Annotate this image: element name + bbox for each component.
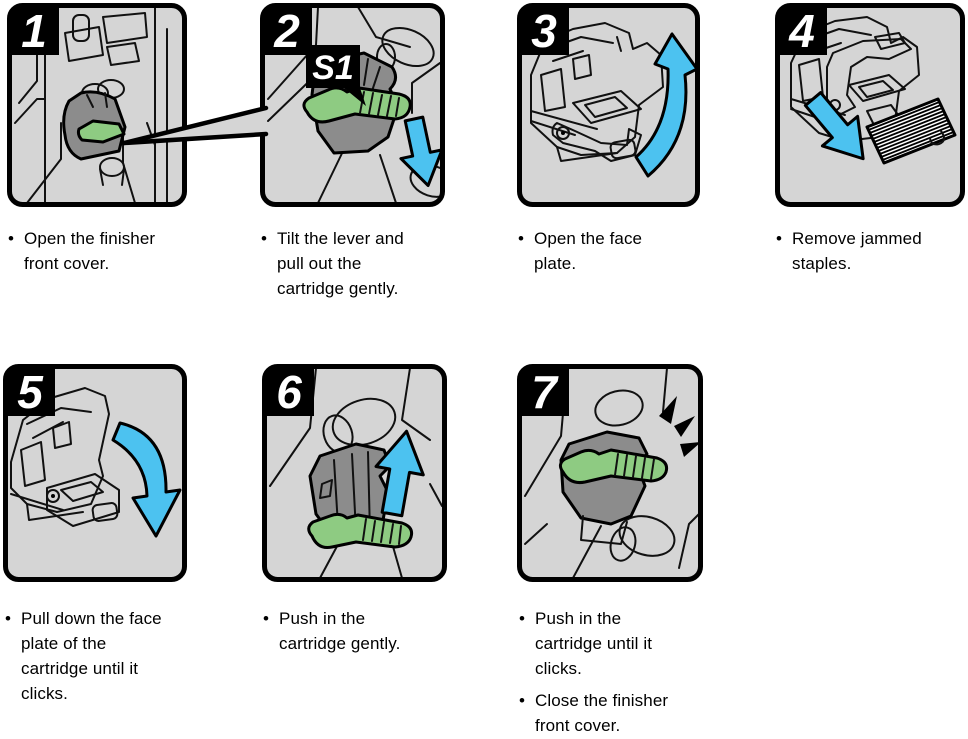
bullet-icon: • <box>519 691 526 710</box>
bullet-icon: • <box>519 609 526 628</box>
step-number: 1 <box>21 5 47 57</box>
cartridge-push-in-illustration <box>269 367 443 579</box>
blue-curved-arrow-down-icon <box>111 421 182 538</box>
step-7-caption-1: • Push in the cartridge until it clicks. <box>519 606 709 681</box>
staple-cartridge-remove-illustration <box>790 16 957 165</box>
step-6-caption: • Push in the cartridge gently. <box>263 606 443 656</box>
step-4-panel: 4 <box>775 3 965 207</box>
step-4-caption: • Remove jammed staples. <box>776 226 966 276</box>
step-number-badge <box>519 5 569 55</box>
s1-callout-label: S1 <box>306 45 366 106</box>
bullet-icon: • <box>518 229 525 248</box>
face-plate-closing <box>46 473 120 527</box>
caption-text: Open the face plate. <box>534 229 643 273</box>
caption-text: Open the finisher front cover. <box>24 229 156 273</box>
step-6-panel: 6 <box>262 364 447 582</box>
caption-text: Push in the cartridge until it clicks. <box>535 609 653 678</box>
step-number: 4 <box>788 5 815 57</box>
step-3-caption: • Open the face plate. <box>518 226 688 276</box>
step-number-badge <box>519 366 569 416</box>
step-2-caption: • Tilt the lever and pull out the cartri… <box>261 226 441 301</box>
step-number: 6 <box>276 366 302 418</box>
step-5-panel: 5 <box>3 364 187 582</box>
step-number: 3 <box>531 5 557 57</box>
caption-text: Push in the cartridge gently. <box>279 609 401 653</box>
step-number-badge <box>5 366 55 416</box>
bullet-icon: • <box>261 229 268 248</box>
blue-arrow-down-icon <box>399 115 443 188</box>
step-number-badge <box>264 366 314 416</box>
blue-arrow-up-icon <box>374 429 425 518</box>
green-lever-small-illustration <box>76 119 126 144</box>
blue-tab <box>609 138 637 160</box>
blue-curved-arrow-up-icon <box>634 32 698 178</box>
step-number-badge <box>262 5 312 55</box>
green-lever-illustration <box>558 448 669 484</box>
face-plate-frame <box>572 90 642 124</box>
jammed-staple-strip <box>865 97 957 165</box>
step-1-caption: • Open the finisher front cover. <box>8 226 198 276</box>
bullet-icon: • <box>5 609 12 628</box>
step-1-panel: 1 <box>7 3 187 207</box>
bullet-icon: • <box>8 229 15 248</box>
caption-text: Remove jammed staples. <box>792 229 922 273</box>
bullet-icon: • <box>776 229 783 248</box>
step-number: 5 <box>17 366 44 418</box>
green-lever-illustration <box>307 512 414 549</box>
step-7-panel: 7 <box>517 364 703 582</box>
caption-text: Pull down the face plate of the cartridg… <box>21 609 162 703</box>
blue-tab <box>91 502 119 522</box>
green-lever-illustration <box>302 86 412 124</box>
step-2-panel: S1 2 <box>260 3 445 207</box>
bullet-icon: • <box>263 609 270 628</box>
step-7-captions: • Push in the cartridge until it clicks.… <box>519 606 709 738</box>
step-number: 7 <box>531 366 559 418</box>
caption-text: Tilt the lever and pull out the cartridg… <box>277 229 404 298</box>
step-number-badge <box>777 5 827 55</box>
step-3-panel: 3 <box>517 3 700 207</box>
s1-label-text: S1 <box>312 49 354 87</box>
blue-arrow-down-right-icon <box>803 91 865 161</box>
step-5-caption: • Pull down the face plate of the cartri… <box>5 606 195 706</box>
step-number: 2 <box>273 5 300 57</box>
step-number-badge <box>9 5 59 55</box>
step-7-caption-2: • Close the finisher front cover. <box>519 688 709 738</box>
caption-text: Close the finisher front cover. <box>535 691 669 735</box>
click-burst-icon <box>659 396 701 457</box>
